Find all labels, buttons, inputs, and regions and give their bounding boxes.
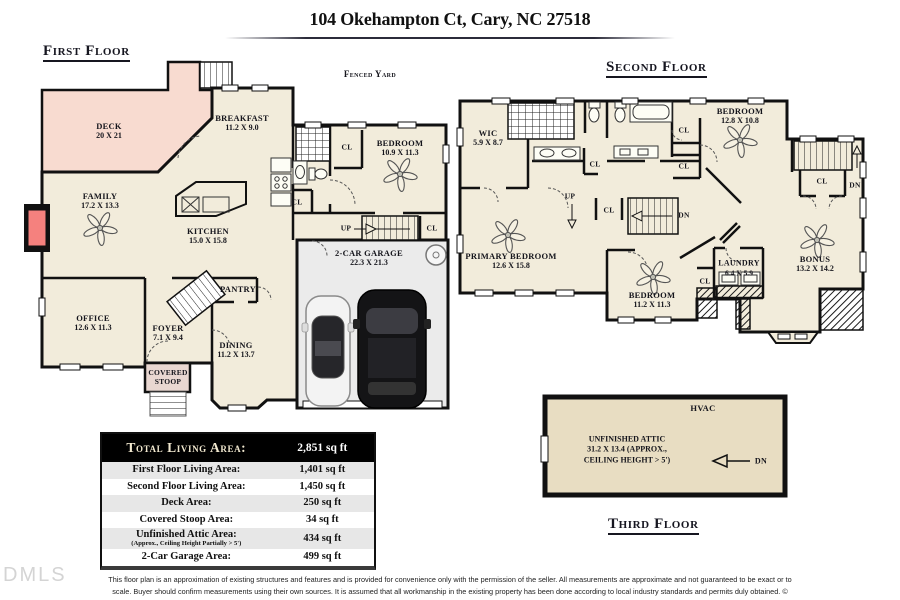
dn-marker-third: DN [754,456,768,466]
title-divider [225,37,675,39]
cl-marker: CL [291,197,303,207]
cl-marker: CL [589,159,601,169]
first-floor-up-stairs [354,215,419,241]
room-label-bedroom-bottom: BEDROOM 11.2 X 11.3 [628,290,676,310]
table-row: Unfinished Attic Area: (Approx., Ceiling… [102,528,374,549]
first-floor-windows [38,84,450,412]
first-floor-plan [24,60,450,417]
table-row: Second Floor Living Area: 1,450 sq ft [127,480,346,492]
cl-marker: CL [816,176,828,186]
area-table-header: Total Living Area: 2,851 sq ft [102,434,374,462]
kitchen-appliances [270,157,292,207]
room-label-kitchen: KITCHEN 15.0 X 15.8 [187,226,229,246]
water-heater [425,244,447,266]
kitchen-island [175,181,247,217]
room-label-garage: 2-CAR GARAGE 22.3 X 21.3 [335,248,403,268]
stoop-steps [149,391,187,417]
area-table: Total Living Area: 2,851 sq ft First Flo… [100,432,376,570]
dn-marker: DN [849,180,861,190]
first-floor-door-arcs [146,135,356,363]
cl-marker: CL [699,276,711,286]
second-floor-dn-stairs [627,197,679,235]
cl-marker: CL [603,205,615,215]
second-floor-windows [456,97,867,340]
second-floor-door-arcs [483,129,843,273]
fireplace [24,204,50,252]
total-living-area-label: Total Living Area: [126,440,247,455]
second-floor-heading: Second Floor [606,59,707,78]
room-label-primary-bedroom: PRIMARY BEDROOM 12.6 X 15.8 [465,251,557,271]
second-floor-plan [456,97,867,344]
bonus-bay [766,331,820,344]
up-marker: UP [340,223,352,233]
room-label-bedroom-1f: BEDROOM 10.9 X 11.3 [376,138,424,158]
hvac-label: HVAC [690,403,716,413]
cl-marker: CL [678,125,690,135]
cl-marker: CL [678,161,690,171]
cl-marker: CL [426,223,438,233]
second-floor-bath-fixtures [533,101,761,286]
second-floor-top-stairs [507,102,575,140]
dmls-logo: DMLS [3,564,67,586]
table-row: Covered Stoop Area: 34 sq ft [139,513,339,525]
white-car [301,295,355,407]
room-label-covered-stoop: COVERED STOOP [148,368,188,386]
table-row: Deck Area: 250 sq ft [102,495,374,512]
cl-marker: CL [341,142,353,152]
third-floor-window [540,435,549,463]
room-label-foyer: FOYER 7.1 X 9.4 [152,323,184,343]
page-title: 104 Okehampton Ct, Cary, NC 27518 [309,9,591,29]
room-label-pantry: PANTRY [220,283,256,294]
attic-stairs [793,140,862,171]
first-floor-bath [292,160,328,185]
room-label-laundry: LAUNDRY 6.4 X 5.9 [718,258,760,278]
room-label-office: OFFICE 12.6 X 11.3 [74,313,112,333]
disclaimer-text: This floor plan is an approximation of e… [108,575,792,596]
third-floor-dn-arrow [711,453,750,469]
second-floor-up-arrow [567,204,577,230]
room-label-family: FAMILY 17.2 X 13.3 [81,191,119,211]
third-floor-plan [540,394,788,498]
foyer-stairs [166,269,226,327]
dn-marker: DN [678,210,690,220]
deck-stairs [199,61,233,89]
first-floor-hall-stairs [295,126,331,162]
table-row: First Floor Living Area: 1,401 sq ft [102,462,374,479]
room-label-breakfast: BREAKFAST 11.2 X 9.0 [215,113,269,133]
attic-note: (Approx., Ceiling Height Partially > 5') [131,540,242,548]
room-label-bedroom-top: BEDROOM 12.8 X 10.8 [716,106,764,126]
total-living-area-value: 2,851 sq ft [297,442,348,454]
table-row: 2-Car Garage Area: 499 sq ft [141,551,342,563]
room-label-wic: WIC 5.9 X 8.7 [473,128,503,148]
black-car [353,289,431,409]
fenced-yard-label: Fenced Yard [343,69,397,79]
up-marker: UP [564,191,576,201]
third-floor-heading: Third Floor [608,516,699,535]
low-ceiling-hatch [696,285,864,331]
first-floor-heading: First Floor [43,43,130,62]
attic-label: UNFINISHED ATTIC 31.2 X 13.4 (APPROX., C… [583,434,671,465]
room-label-dining: DINING 11.2 X 13.7 [217,340,255,360]
room-label-deck: DECK 20 X 21 [96,121,122,141]
room-label-bonus: BONUS 13.2 X 14.2 [796,254,834,274]
